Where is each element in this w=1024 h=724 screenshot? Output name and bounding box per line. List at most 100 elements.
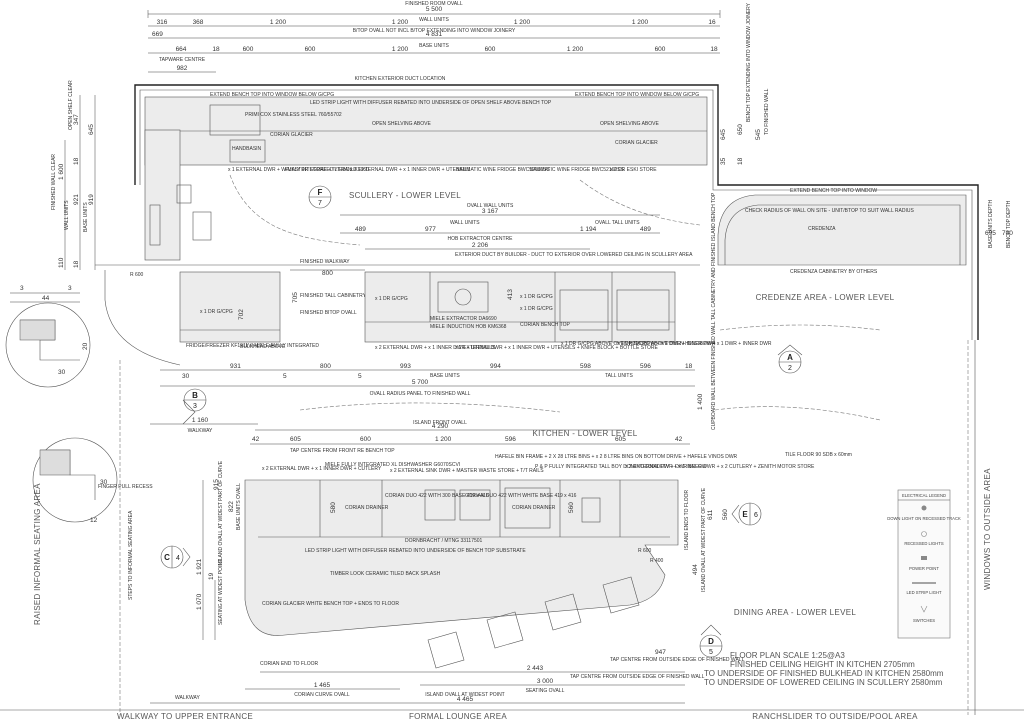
base-chain-dim: 5 [358, 373, 362, 380]
tall-cab-label: FINISHED TALL CABINETRY OVALL [300, 293, 383, 299]
tag-number: 5 [709, 649, 713, 656]
bitop-left-dim: 669 [152, 31, 163, 38]
overall-wall-dim: 3 167 [482, 208, 499, 215]
bulkhead-label: BULKHEAD ABOVE [240, 344, 286, 350]
legend-title: ELECTRICAL LEGEND [902, 493, 946, 498]
detail-circle-bottom [32, 437, 118, 523]
island-left-label: ISLAND OVALL AT WIDEST PART OF CURVE [218, 460, 224, 565]
power-point-icon [921, 556, 927, 560]
left-dim: 347 [73, 114, 80, 125]
legend-item: SWITCHES [913, 618, 935, 623]
wall-unit-dim: 1 200 [632, 19, 649, 26]
wall-unit-dim: 489 [640, 226, 651, 233]
base-unit-dim: 600 [655, 46, 666, 53]
legend-item: DOWN LIGHT ON RECESSED TRACK [887, 516, 961, 521]
left-dim: 921 [73, 194, 80, 205]
small-dim: 30 [100, 479, 108, 486]
walkway-bottom: WALKWAY [175, 695, 200, 701]
wall-unit-dim: 316 [157, 19, 168, 26]
wall-unit-dim: 977 [425, 226, 436, 233]
unit-label: x 1 EXTERNAL DWR + W/MASTER STORE + T/T … [228, 167, 353, 173]
left-dimensions: 347 645 18 1 600 921 919 110 18 OPEN SHE… [5, 80, 153, 524]
recessed-light-icon [921, 531, 927, 537]
tag-number: 7 [318, 200, 322, 207]
credenza-dim-label: BENCH TOP DEPTH [1006, 200, 1012, 248]
walkway-entrance-label: WALKWAY TO UPPER ENTRANCE [117, 712, 253, 721]
duct-label: KITCHEN EXTERIOR DUCT LOCATION [355, 76, 446, 82]
legend-item: POWER POINT [909, 566, 939, 571]
tag-number: 6 [754, 512, 758, 519]
island-dim: 605 [290, 436, 301, 443]
dining-area-label: DINING AREA - LOWER LEVEL [734, 608, 856, 617]
bottom-dim-label: ISLAND OVALL AT WIDEST POINT [425, 692, 504, 698]
left-dim: 645 [88, 124, 95, 135]
switch-icon [920, 605, 928, 613]
bottom-dim-label: TAP CENTRE FROM OUTSIDE EDGE OF FINISHED… [570, 674, 705, 680]
base-unit-label: x 2 EXTERNAL DWR + x 1 INNER DWR + UTENS… [375, 345, 496, 351]
island-dim: 42 [252, 436, 260, 443]
walkway-dim: 800 [322, 270, 333, 277]
sink-label: PRIMI COX STAINLESS STEEL 760/55702 [245, 112, 342, 118]
island-radius2: R 400 [650, 558, 664, 564]
scullery-left-bench [144, 129, 181, 261]
tall-units-label: OVALL TALL UNITS [595, 220, 640, 226]
wall-unit-dim: 368 [193, 19, 204, 26]
wall-units-label: WALL UNITS [450, 220, 480, 226]
island-depth: 580 [330, 502, 337, 513]
right-dim: 35 [720, 157, 727, 165]
island-unit-label: MIELE FULLY INTEGRATED XL DISHWASHER G60… [325, 462, 460, 468]
timber-label: TIMBER LOOK CERAMIC TILED BACK SPLASH [330, 571, 441, 577]
credenza-dim: 700 [1002, 230, 1013, 237]
detail-circle-top [5, 302, 91, 388]
left-dim: 1 600 [58, 163, 65, 180]
island-left-dim: 19 [208, 572, 215, 580]
base-chain-dim: 994 [490, 363, 501, 370]
pantry-label: x 1 DR G/CPG [200, 309, 233, 315]
wall-unit-dim: 1 200 [270, 19, 287, 26]
kitchen: R 600 x 1 DR G/CPG 702 FRIDGE/FREEZER KF… [95, 259, 772, 454]
fridge-freezer [179, 271, 281, 343]
base-chain-dim: 596 [640, 363, 651, 370]
section-tag-b: B 3 [182, 388, 207, 425]
small-dim: 44 [42, 295, 50, 302]
overall-dim: 5 700 [412, 379, 429, 386]
corian-floor-label: CORIAN END TO FLOOR [260, 661, 319, 667]
island-left-dim: 1 921 [196, 558, 203, 575]
credenza-dim: 695 [985, 230, 996, 237]
island-bench [244, 479, 679, 636]
left-dim: 919 [88, 194, 95, 205]
bar-stools [427, 576, 640, 669]
tapware-dim: 982 [177, 65, 188, 72]
left-dim-label: FINISHED WALL CLEAR [51, 154, 57, 210]
bottom-dim: 3 000 [537, 678, 554, 685]
wall-units-label: WALL UNITS [419, 17, 449, 23]
small-dim: 3 [68, 285, 72, 292]
tag-letter: B [192, 391, 198, 400]
scullery-area-label: SCULLERY - LOWER LEVEL [349, 191, 461, 200]
tile-label: TILE FLOOR 90 SDB x 60mm [785, 452, 852, 458]
sink-label: CORIAN DUO 422 WITH WHITE BASE 419 x 416 [465, 493, 577, 499]
drainer-label: CORIAN DRAINER [512, 505, 556, 511]
scullery-sink [209, 104, 261, 136]
scullery: EXTEND BENCH TOP INTO WINDOW BELOW G/CPG… [134, 84, 979, 340]
fridge-label: FRIDGE/FREEZER KF1911VI MIELE FULLY INTE… [186, 343, 319, 349]
island-unit-label: x 2 EXTERNAL DWR + x 1 INNER DWR + x 2 C… [625, 464, 815, 470]
walkway-dim-label: WALKWAY [188, 428, 213, 434]
hob-dim: 2 206 [472, 242, 489, 249]
corian-label: CORIAN GLACIER WHITE BENCH TOP + ENDS TO… [262, 601, 399, 607]
tag-letter: C [164, 553, 170, 562]
note-line: TO UNDERSIDE OF LOWERED CEILING IN SCULL… [704, 678, 943, 687]
tapware-label: TAPWARE CENTRE [159, 57, 206, 63]
left-dim-label: BASE UNITS [83, 202, 89, 232]
island-right-label: ISLAND OVALL AT WIDEST PART OF CURVE [701, 487, 707, 592]
base-unit-dim: 18 [710, 46, 718, 53]
base-unit-dim: 1 200 [567, 46, 584, 53]
walkway-dim: 1 160 [192, 417, 209, 424]
island-unit-label: P & P FULLY INTEGRATED TALL BOY DOMINO D… [535, 464, 707, 470]
perimeter-labels: WINDOWS TO OUTSIDE AREA RAISED INFORMAL … [0, 340, 1024, 721]
shelving-label: OPEN SHELVING ABOVE [600, 121, 659, 127]
dining-dim: 1 400 [697, 393, 704, 410]
tall-chain-label: TALL UNITS [605, 373, 633, 379]
island-right-dim: 611 [707, 509, 714, 520]
